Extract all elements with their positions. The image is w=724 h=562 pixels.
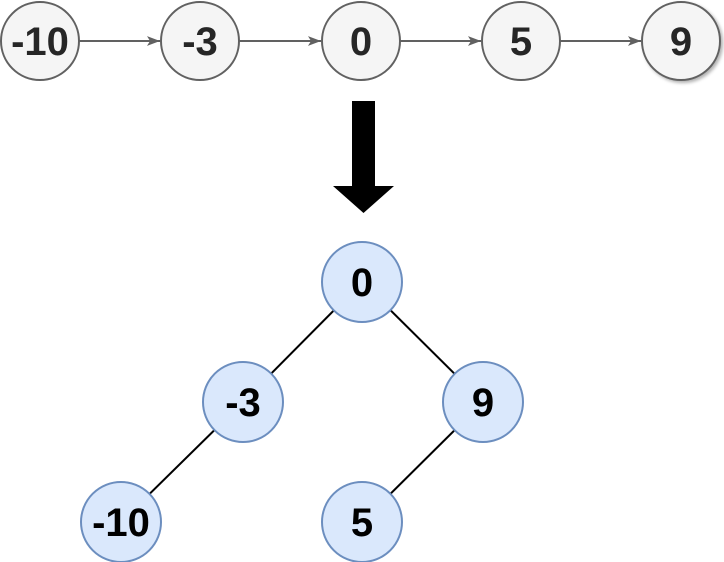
tree-node-value: -10 bbox=[92, 501, 150, 545]
tree-node-right-left: 5 bbox=[321, 481, 403, 562]
list-node-value: 0 bbox=[350, 20, 372, 64]
tree-node-left: -3 bbox=[202, 361, 284, 443]
transform-down-arrow-icon bbox=[333, 101, 394, 213]
tree-node-circle bbox=[442, 361, 524, 443]
tree-node-root: 0 bbox=[321, 241, 403, 323]
tree-node-value: 5 bbox=[351, 501, 373, 545]
list-node-value: -10 bbox=[11, 20, 69, 64]
binary-search-tree: 0 -3 9 -10 5 bbox=[80, 241, 524, 562]
list-node-2: -3 bbox=[160, 1, 240, 81]
list-node-4: 5 bbox=[481, 1, 561, 81]
tree-node-circle bbox=[80, 481, 162, 562]
tree-node-value: -3 bbox=[225, 381, 261, 425]
tree-node-circle bbox=[321, 481, 403, 562]
tree-node-circle bbox=[202, 361, 284, 443]
list-node-circle bbox=[0, 1, 80, 81]
list-node-circle bbox=[160, 1, 240, 81]
linked-list: -10 -3 0 5 9 bbox=[0, 1, 721, 81]
tree-node-circle bbox=[321, 241, 403, 323]
list-node-circle bbox=[321, 1, 401, 81]
list-node-value: 9 bbox=[670, 20, 692, 64]
tree-node-right: 9 bbox=[442, 361, 524, 443]
tree-node-left-left: -10 bbox=[80, 481, 162, 562]
list-node-value: -3 bbox=[182, 20, 218, 64]
list-node-circle bbox=[641, 1, 721, 81]
list-node-3: 0 bbox=[321, 1, 401, 81]
list-node-1: -10 bbox=[0, 1, 80, 81]
list-node-circle bbox=[481, 1, 561, 81]
tree-node-value: 0 bbox=[351, 261, 373, 305]
list-node-5: 9 bbox=[641, 1, 721, 81]
tree-node-value: 9 bbox=[472, 381, 494, 425]
list-node-value: 5 bbox=[510, 20, 532, 64]
